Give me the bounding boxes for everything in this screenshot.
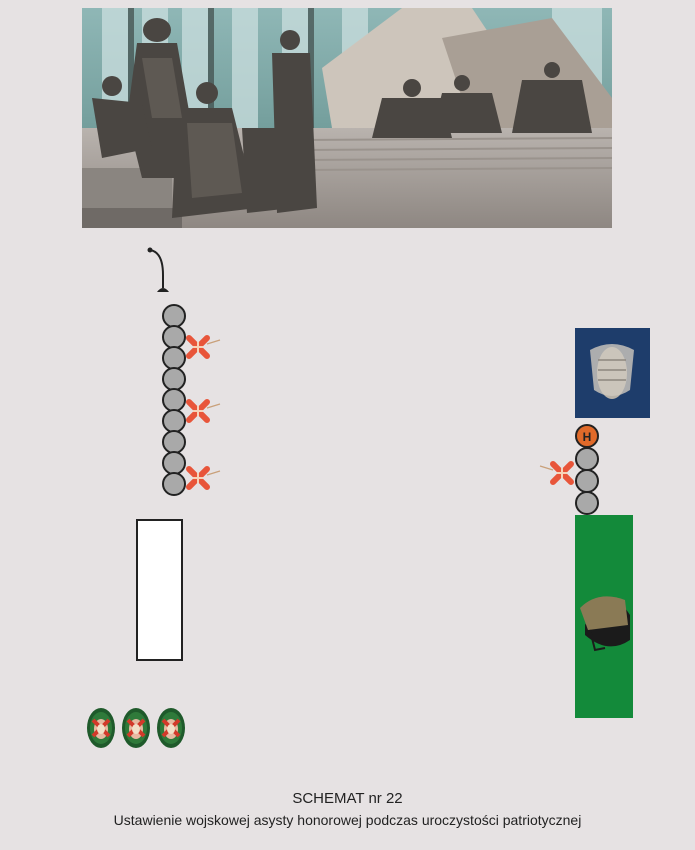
diagram-title: SCHEMAT nr 22 <box>0 790 695 807</box>
left-cross-column <box>189 338 220 487</box>
svg-text:H: H <box>583 430 592 444</box>
left-soldier-column <box>163 305 185 495</box>
ceremony-layout-diagram: H <box>0 230 695 770</box>
monument-photo <box>82 8 612 228</box>
soldier-icon <box>163 305 185 327</box>
soldier-icon <box>163 431 185 453</box>
soldier-icon <box>163 368 185 390</box>
coffin-rectangle <box>137 520 182 660</box>
wreath-icon <box>157 708 185 748</box>
wreath-icon <box>87 708 115 748</box>
commander-with-pole <box>148 248 170 293</box>
soldier-icon <box>163 452 185 474</box>
eagle-emblem-flag <box>575 328 650 418</box>
wreath-icon <box>122 708 150 748</box>
honor-guard-commander-icon: H <box>576 425 598 447</box>
right-cross-column <box>540 464 571 482</box>
soldier-icon <box>576 448 598 470</box>
honor-cross-icon <box>189 469 220 487</box>
honor-cross-icon <box>189 402 220 420</box>
soldier-icon <box>163 389 185 411</box>
soldier-icon <box>576 470 598 492</box>
wreath-row <box>87 708 185 748</box>
soldier-icon <box>163 326 185 348</box>
soldier-icon <box>163 473 185 495</box>
soldier-icon <box>163 347 185 369</box>
right-soldier-column <box>576 448 598 514</box>
soldier-icon <box>163 410 185 432</box>
honor-cross-icon <box>540 464 571 482</box>
soldier-icon <box>576 492 598 514</box>
honor-cross-icon <box>189 338 220 356</box>
helmet-banner <box>575 515 633 718</box>
diagram-subtitle: Ustawienie wojskowej asysty honorowej po… <box>0 812 695 828</box>
